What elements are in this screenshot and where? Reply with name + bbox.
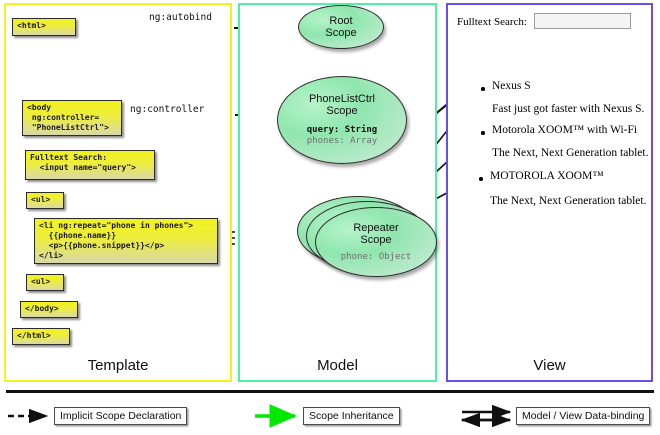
view-phone-name: Motorola XOOM™ with Wi-Fi bbox=[492, 124, 638, 136]
panel-model: Model bbox=[238, 3, 437, 382]
scope-root-title-2: Scope bbox=[325, 27, 357, 39]
view-phone-name: MOTOROLA XOOM™ bbox=[490, 170, 604, 182]
view-phone-snippet: The Next, Next Generation tablet. bbox=[490, 195, 647, 207]
code-box-body-close[interactable]: </body> bbox=[20, 301, 78, 318]
panel-title-template: Template bbox=[87, 357, 149, 374]
scope-repeater-title-2: Scope bbox=[360, 233, 392, 246]
code-box-body-open[interactable]: <body ng:controller= "PhoneListCtrl"> bbox=[22, 100, 122, 136]
arrow-label-ng-autobind: ng:autobind bbox=[149, 12, 212, 23]
list-bullet bbox=[481, 87, 485, 91]
legend-item-implicit-scope-declaration: Implicit Scope Declaration bbox=[54, 407, 188, 425]
scope-ctrl-title-1: PhoneListCtrl bbox=[308, 93, 376, 105]
panel-title-model: Model bbox=[317, 357, 358, 374]
fulltext-search-input[interactable] bbox=[534, 13, 631, 29]
scope-phonelistctrl[interactable]: PhoneListCtrl Scope query: String phones… bbox=[277, 76, 407, 164]
scope-root-title-1: Root bbox=[329, 15, 353, 27]
scope-ctrl-prop-query: query: String bbox=[306, 125, 378, 135]
scope-ctrl-title-2: Scope bbox=[326, 105, 358, 117]
scope-repeater[interactable]: Repeater Scope phone: Object bbox=[315, 207, 437, 277]
scope-repeater-title-1: Repeater bbox=[353, 221, 399, 234]
arrow-label-ng-controller: ng:controller bbox=[130, 104, 205, 115]
scope-repeater-prop-phone: phone: Object bbox=[340, 251, 412, 262]
list-bullet bbox=[481, 131, 485, 135]
panel-view: View bbox=[446, 3, 653, 382]
code-box-html-close[interactable]: </html> bbox=[12, 328, 70, 345]
code-box-fulltext-search[interactable]: Fulltext Search: <input name="query"> bbox=[25, 150, 155, 180]
code-box-html-open[interactable]: <html> bbox=[12, 18, 76, 36]
legend-item-model-view-data-binding: Model / View Data-binding bbox=[516, 407, 651, 425]
scope-root[interactable]: Root Scope bbox=[298, 5, 384, 49]
view-phone-snippet: Fast just got faster with Nexus S. bbox=[492, 103, 645, 115]
panel-title-view: View bbox=[533, 357, 566, 374]
code-box-ul-open[interactable]: <ul> bbox=[26, 192, 64, 209]
scope-ctrl-prop-phones: phones: Array bbox=[306, 136, 378, 146]
legend-divider bbox=[6, 390, 654, 393]
view-phone-snippet: The Next, Next Generation tablet. bbox=[492, 147, 649, 159]
legend-glyphs bbox=[8, 404, 512, 428]
code-box-li-ng-repeat[interactable]: <li ng:repeat="phone in phones"> {{phone… bbox=[34, 218, 218, 264]
legend: Implicit Scope Declaration Scope Inherit… bbox=[0, 398, 660, 435]
view-phone-name: Nexus S bbox=[492, 80, 531, 92]
list-bullet bbox=[479, 177, 483, 181]
view-search-label: Fulltext Search: bbox=[457, 16, 527, 28]
legend-item-scope-inheritance: Scope Inheritance bbox=[303, 407, 400, 425]
code-box-ul-close[interactable]: <ul> bbox=[26, 274, 64, 291]
